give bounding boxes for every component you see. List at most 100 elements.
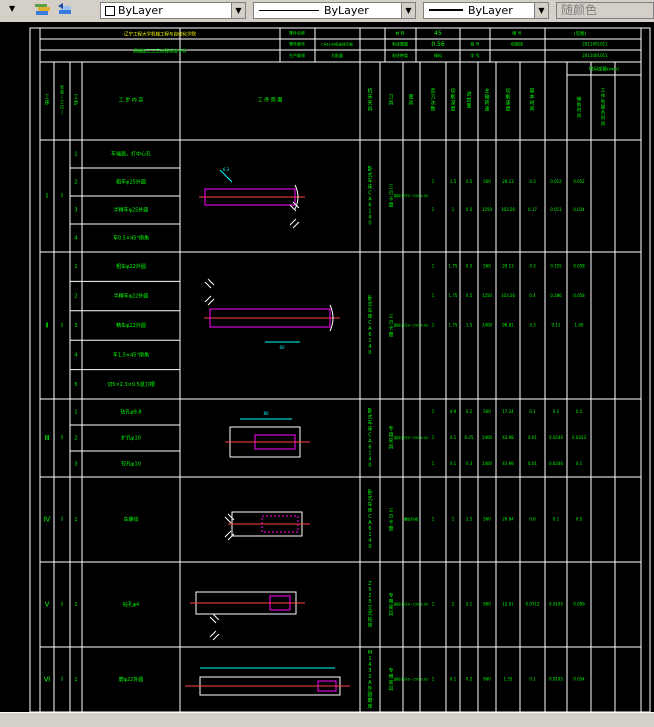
gauge-text: 游标卡尺0~150 0.02 (394, 602, 429, 607)
step-feed: 0.5 (466, 293, 473, 298)
vertical-text-char: 夹 (367, 100, 372, 107)
vertical-text-char: 0 (368, 350, 371, 356)
color-control[interactable]: ByLayer ▼ (100, 2, 246, 19)
vertical-text-char: 磨 (367, 697, 372, 704)
vertical-text-char: 间 (577, 112, 582, 119)
chevron-down-icon[interactable]: ▼ (534, 3, 548, 18)
col-header-tool: 刀具 (388, 95, 393, 107)
step-number: 4 (74, 352, 77, 358)
vertical-text-char: 爪 (388, 191, 393, 197)
install-number: Ⅰ (61, 601, 63, 608)
install-number: Ⅰ (61, 322, 63, 329)
vertical-text-char: 0 (368, 463, 371, 469)
vertical-text-char: ( (61, 95, 63, 100)
vertical-text-char: 卧 (367, 295, 372, 302)
step-speed: 1400 (482, 435, 493, 440)
step-passes: 1 (432, 517, 435, 522)
step-passes: 1 (432, 602, 435, 607)
vertical-text-char: 3 (368, 668, 371, 674)
chevron-down-icon[interactable]: ▼ (231, 3, 245, 18)
step-t1: 0.6 (529, 517, 536, 522)
vertical-text-char: 具 (367, 107, 372, 113)
vertical-text-char: 卧 (367, 408, 372, 415)
step-t3: 0.5 (576, 517, 583, 522)
vertical-text-char: 具 (388, 101, 393, 107)
vertical-text-char: 务 (601, 109, 606, 116)
vertical-text-char: 工 (44, 95, 49, 101)
step-depth: 1 (452, 207, 455, 212)
step-vel: 28.13 (502, 179, 514, 184)
gauge-text: 游标卡尺0~150 0.02 (394, 435, 429, 440)
vertical-text-char: 盘 (388, 525, 393, 532)
prod-value: 大批量 (331, 52, 343, 58)
sketch-1-chuck (289, 201, 300, 229)
date-value: 2011001011 (582, 53, 608, 58)
step-vel: 29.84 (502, 517, 514, 522)
drawing-no-value: (见图) (574, 31, 587, 37)
step-speed: 1400 (482, 323, 493, 328)
vertical-text-char: A (368, 439, 372, 445)
step-feed: 0.5 (466, 207, 473, 212)
step-depth: 2 (452, 602, 455, 607)
step-feed: 0.1 (466, 602, 473, 607)
step-feed: 0.5 (466, 179, 473, 184)
step-depth: 1.5 (450, 179, 457, 184)
sketch-4-chuck (224, 513, 235, 541)
vertical-text-char: 车 (367, 501, 372, 508)
vertical-text-char: 具 (388, 686, 393, 692)
vertical-text-char: 6 (368, 332, 371, 338)
vertical-text-char: A (368, 680, 372, 686)
step-content: 切5×2.3×0.5退刀槽 (107, 381, 154, 388)
sketch-2-dimension: 60 (279, 345, 285, 350)
layer-previous-icon[interactable] (56, 2, 74, 19)
vertical-text-char: 专 (388, 592, 393, 599)
vertical-text-char: 1 (368, 656, 371, 662)
step-t1: 0.3 (529, 179, 536, 184)
properties-toolbar: ▼ ByLayer ▼ ByLayer ▼ ByLayer ▼ 随颜色 (0, 0, 654, 23)
chevron-down-icon[interactable]: ▼ (401, 3, 415, 18)
step-content: 磨φ22外圆 (119, 676, 144, 683)
lineweight-control[interactable]: ByLayer ▼ (423, 2, 549, 19)
vertical-text-char: 位 (60, 104, 64, 110)
vertical-text-char: 式 (367, 495, 372, 502)
step-t1: 0.3 (529, 264, 536, 269)
vertical-text-char: 量 (408, 94, 413, 101)
code-label: 零件图号 (289, 41, 305, 47)
step-vel: 12.01 (502, 602, 514, 607)
class-value: 机制班 (511, 41, 523, 47)
step-content: 半精车φ22外圆 (114, 293, 149, 300)
step-passes: 1 (432, 293, 435, 298)
sketch-5-chuck (209, 613, 220, 641)
vertical-text-char: 6 (368, 203, 371, 209)
vertical-text-char: 床 (367, 426, 372, 433)
vertical-text-char: 1 (368, 532, 371, 538)
step-t2: 0.011 (550, 207, 562, 212)
step-number: 1 (74, 152, 77, 158)
gauge-text: 游标卡尺0~150 0.02 (394, 193, 429, 198)
step-vel: 96.81 (502, 323, 514, 328)
vertical-text-char: 4 (368, 215, 371, 221)
vertical-text-char: 装 (60, 89, 64, 95)
step-depth: 4.9 (450, 409, 457, 414)
vertical-text-char: 专 (388, 667, 393, 674)
install-number: Ⅰ (61, 435, 63, 442)
vertical-text-char: 主 (484, 88, 489, 95)
dropdown-arrow-icon[interactable]: ▼ (9, 4, 16, 13)
vertical-text-char: 基 (529, 88, 534, 95)
break-line (294, 184, 299, 210)
step-passes: 1 (432, 207, 435, 212)
step-passes: 1 (432, 323, 435, 328)
step-feed: 0.2 (466, 677, 473, 682)
layer-states-icon[interactable] (34, 2, 52, 19)
linetype-control[interactable]: ByLayer ▼ (253, 2, 416, 19)
vertical-text-char: C (368, 191, 372, 197)
step-number: 1 (74, 410, 77, 416)
step-content: 粗车φ22外圆 (116, 263, 146, 270)
